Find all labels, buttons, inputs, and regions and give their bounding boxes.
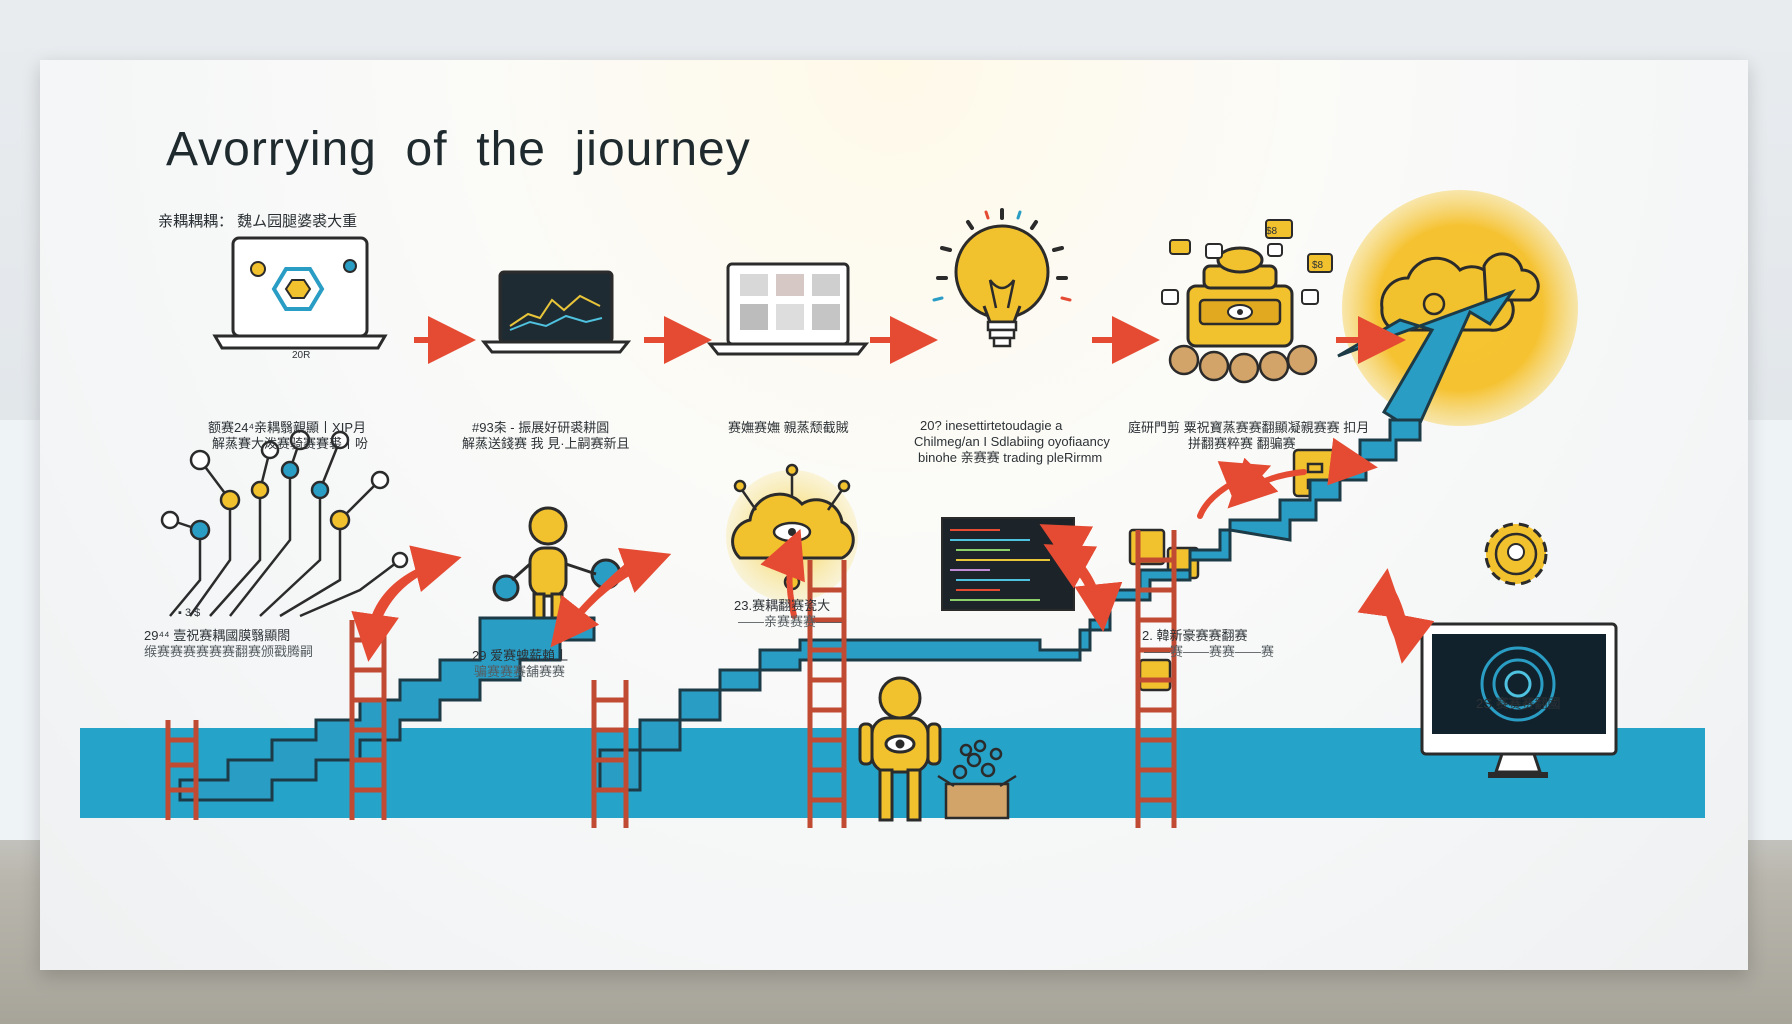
laptop-3-icon: [706, 262, 870, 356]
caption-line-1: 2S.赛赛赛翻國: [1476, 696, 1561, 711]
lightbulb-icon: [932, 208, 1072, 348]
ladder-5: [1135, 530, 1177, 828]
ladder-4: [807, 560, 847, 828]
ladder-1: [165, 720, 199, 820]
caption-line-2: 拼翻赛粹赛 翻骗赛: [1188, 436, 1296, 451]
caption-line-2: 解蒸賽大泼赛骑赛賽裘丨吩: [212, 436, 369, 451]
caption-line-2: 骗赛赛赛舖赛赛: [474, 664, 566, 679]
connector-arrows: [351, 437, 1435, 664]
laptop-1-icon: [212, 236, 388, 350]
box-with-orbs-icon: [937, 739, 1017, 820]
caption-line-2: ——亲赛赛赛——: [738, 614, 843, 629]
monitor-icon: [1420, 622, 1618, 778]
gear-icon: [1484, 522, 1548, 586]
robot-figure-icon: [858, 676, 942, 822]
tag-2: $8: [1312, 260, 1324, 271]
board-subtitle: 亲耦耦耦： 魏ム园腿婆裘大重: [158, 213, 358, 230]
caption-line-1: 20? inesettirtetoudagie a: [920, 418, 1063, 433]
board-title: Avorrying of the jiourney: [166, 123, 751, 176]
ladder-3: [591, 680, 629, 828]
goal-cloud-sun-icon: [1337, 190, 1578, 435]
caption-line-1: 29⁴⁴ 壹祝赛耦國膜翳顯閤: [144, 628, 291, 643]
caption-line-2: ——赛——赛赛——赛: [1144, 644, 1275, 659]
caption-line-1: 2. 韓新豪赛赛翻赛: [1142, 628, 1248, 643]
person-magnifier-icon: [492, 506, 622, 636]
caption-line-2: Chilmeg/an I Sdlabiing oyofiaancy: [914, 434, 1110, 449]
staircase-middle: [598, 528, 1232, 792]
board-illustration: [80, 190, 1705, 828]
caption-line-1: 23.赛耦翻赛瓷大: [734, 598, 831, 613]
trading-machine-icon: [1161, 219, 1333, 384]
tag-1: $8: [1266, 226, 1278, 237]
laptop-1-label: 20R: [292, 350, 311, 361]
caption-line-1: #93㚓 - 振展好研裘耕圓: [472, 420, 610, 435]
caption-line-2: 缑赛赛赛赛赛赛翻赛颁戳腾嗣: [144, 644, 314, 659]
caption-line-3: binohe 亲赛赛 trading pleRirmm: [918, 450, 1103, 465]
caption-line-1: 额赛24⁴亲耦翳親顯丨XIP月: [208, 420, 366, 435]
laptop-2-icon: [480, 270, 632, 354]
circuit-tree-icon: [160, 429, 409, 618]
journey-board: Avorrying of the jiourney 亲耦耦耦： 魏ム园腿婆裘大重…: [40, 60, 1748, 970]
caption-line-2: 解蒸送錢赛 我 見·上嗣赛新且: [462, 436, 630, 451]
caption-line-1: 赛嫵赛嫵 親蒸颓截賊: [728, 420, 849, 435]
caption-line-1: 庭研門剪 粟祝寶蒸赛赛翻顯凝親赛赛 扣月: [1128, 420, 1370, 435]
small-tag: ▪ 3 $: [178, 607, 201, 619]
caption-line-1: 29 爱赛蜱薪賴丄: [472, 648, 569, 663]
